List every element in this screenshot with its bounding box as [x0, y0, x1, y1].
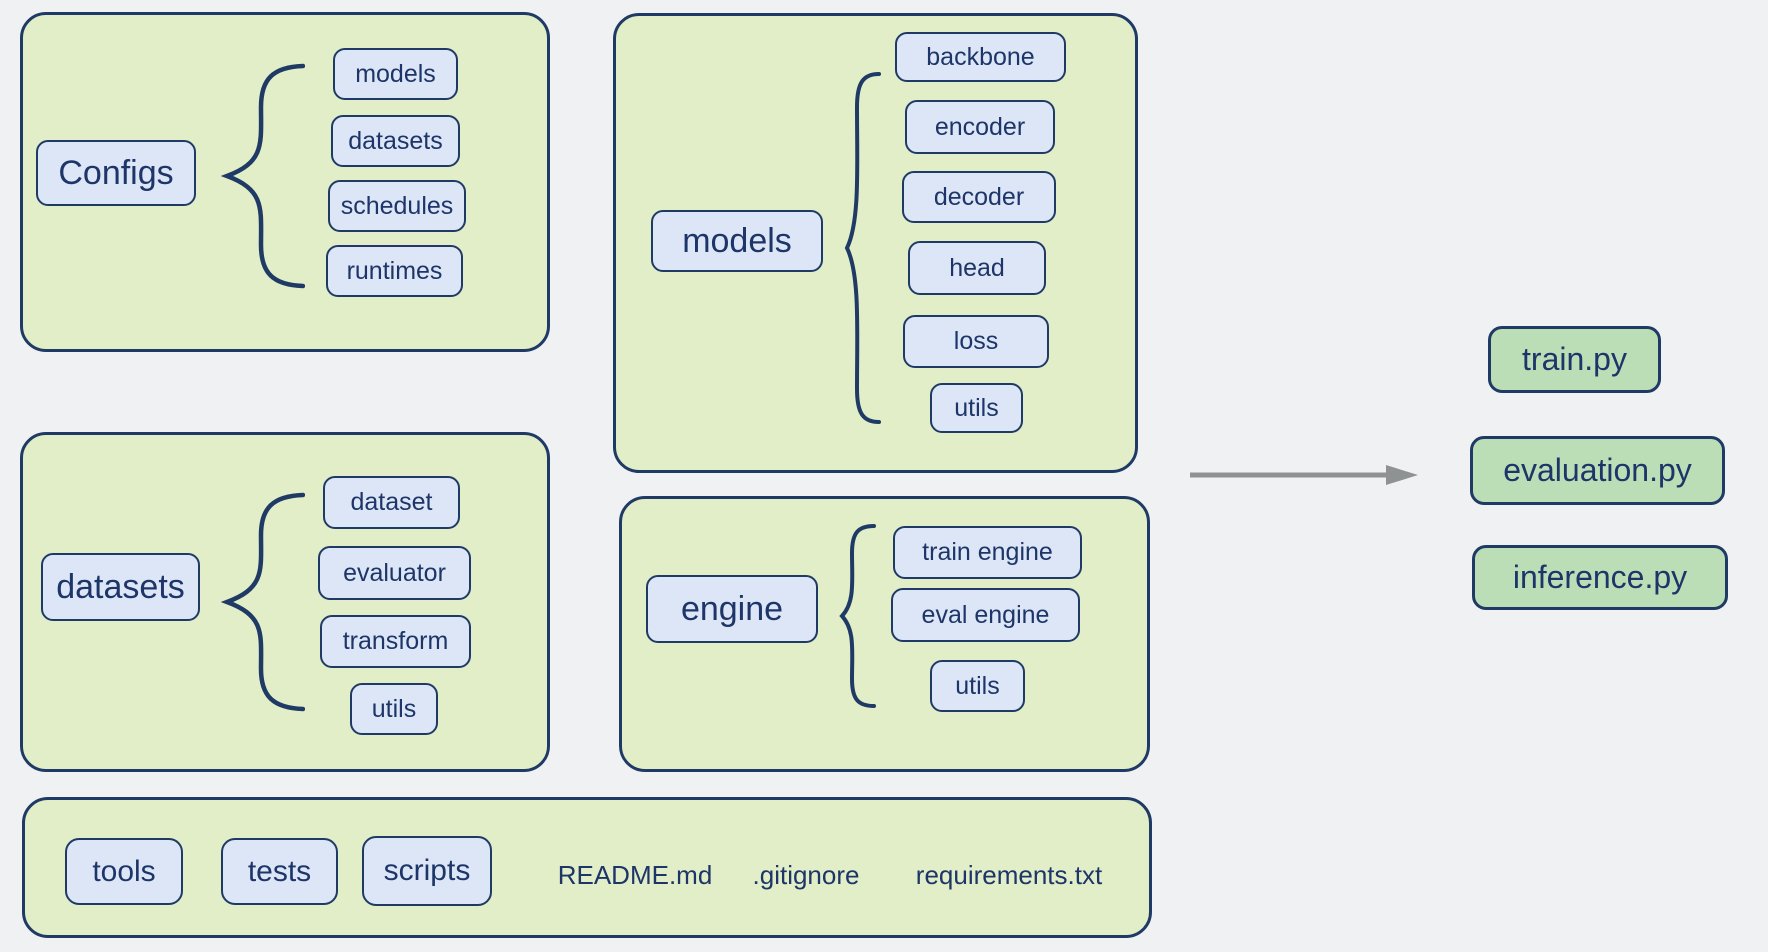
node-models: models — [651, 210, 823, 272]
node-inference-py: inference.py — [1472, 545, 1728, 610]
flow-arrow-icon — [1190, 465, 1418, 485]
group-models: models backbone encoder decoder head los… — [613, 13, 1138, 473]
node-configs-schedules: schedules — [328, 180, 466, 232]
group-engine: engine train engine eval engine utils — [619, 496, 1150, 772]
node-engine-eval-engine: eval engine — [891, 588, 1080, 642]
node-models-backbone: backbone — [895, 32, 1066, 82]
curly-brace-icon — [844, 72, 881, 424]
node-engine-utils: utils — [930, 660, 1025, 712]
node-models-encoder: encoder — [905, 100, 1055, 154]
node-configs: Configs — [36, 140, 196, 206]
curly-brace-icon — [221, 63, 305, 289]
node-configs-runtimes: runtimes — [326, 245, 463, 297]
group-datasets: datasets dataset evaluator transform uti… — [20, 432, 550, 772]
node-models-decoder: decoder — [902, 171, 1056, 223]
curly-brace-icon — [839, 524, 876, 708]
node-configs-models: models — [333, 48, 458, 100]
file-gitignore: .gitignore — [752, 860, 860, 890]
node-models-head: head — [908, 241, 1046, 295]
curly-brace-icon — [221, 492, 305, 712]
file-requirements: requirements.txt — [915, 860, 1103, 890]
node-evaluation-py: evaluation.py — [1470, 436, 1725, 505]
file-readme: README.md — [557, 860, 713, 890]
node-configs-datasets: datasets — [331, 115, 460, 167]
node-scripts: scripts — [362, 836, 492, 906]
node-models-utils: utils — [930, 383, 1023, 433]
node-tools: tools — [65, 838, 183, 905]
node-datasets-utils: utils — [350, 683, 438, 735]
node-engine: engine — [646, 575, 818, 643]
node-train-py: train.py — [1488, 326, 1661, 393]
node-engine-train-engine: train engine — [893, 526, 1082, 579]
node-models-loss: loss — [903, 315, 1049, 368]
group-configs: Configs models datasets schedules runtim… — [20, 12, 550, 352]
node-datasets-dataset: dataset — [323, 476, 460, 529]
group-misc: tools tests scripts README.md .gitignore… — [22, 797, 1152, 938]
node-tests: tests — [221, 838, 338, 905]
node-datasets: datasets — [41, 553, 200, 621]
node-datasets-evaluator: evaluator — [318, 546, 471, 600]
node-datasets-transform: transform — [320, 615, 471, 668]
